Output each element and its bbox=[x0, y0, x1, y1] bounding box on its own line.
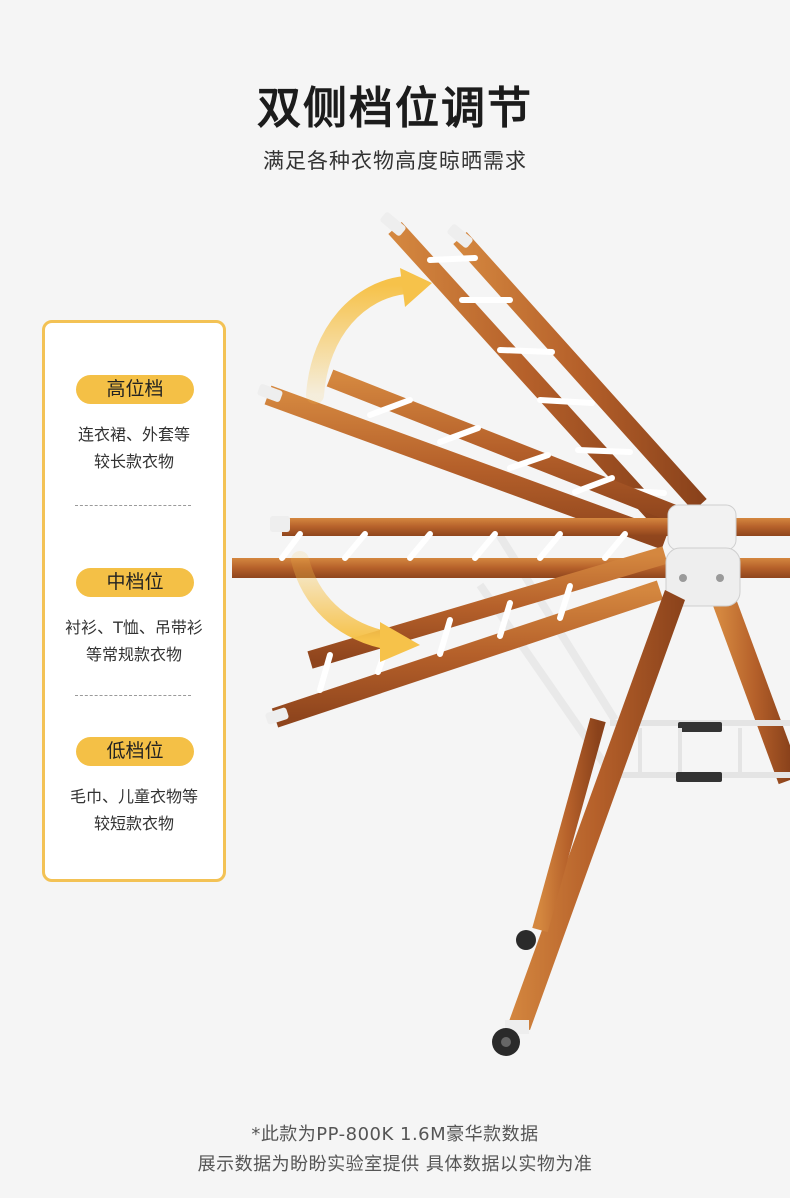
divider bbox=[75, 505, 191, 506]
level-desc-mid-2: 等常规款衣物 bbox=[85, 645, 182, 664]
level-desc-high-1: 连衣裙、外套等 bbox=[77, 425, 190, 444]
divider bbox=[75, 695, 191, 696]
footnote-model: *此款为PP-800K 1.6M豪华款数据 bbox=[251, 1124, 539, 1145]
rack-hub bbox=[665, 504, 741, 607]
level-panel: 高位档 连衣裙、外套等 较长款衣物 中档位 衬衫、T恤、吊带衫 等常规款衣物 低… bbox=[42, 320, 226, 882]
level-badge-high: 高位档 bbox=[76, 375, 194, 404]
footnote-disclaimer: 展示数据为盼盼实验室提供 具体数据以实物为准 bbox=[197, 1154, 593, 1175]
level-desc-mid-1: 衬衫、T恤、吊带衫 bbox=[65, 618, 203, 637]
level-desc-low-1: 毛巾、儿童衣物等 bbox=[69, 787, 198, 806]
rack-front-legs bbox=[492, 590, 685, 1056]
page-title: 双侧档位调节 bbox=[257, 83, 533, 134]
level-badge-low: 低档位 bbox=[76, 737, 194, 766]
rack-wing-upper-mid bbox=[257, 369, 694, 550]
level-desc-low-2: 较短款衣物 bbox=[93, 814, 174, 833]
curved-arrow-down-icon bbox=[291, 551, 420, 662]
rack-wing-high bbox=[380, 212, 707, 527]
level-desc-high-2: 较长款衣物 bbox=[93, 452, 174, 471]
curved-arrow-up-icon bbox=[306, 268, 432, 404]
page-subtitle: 满足各种衣物高度晾晒需求 bbox=[263, 149, 527, 173]
level-badge-mid: 中档位 bbox=[76, 568, 194, 597]
rack-back-frame bbox=[476, 517, 790, 785]
